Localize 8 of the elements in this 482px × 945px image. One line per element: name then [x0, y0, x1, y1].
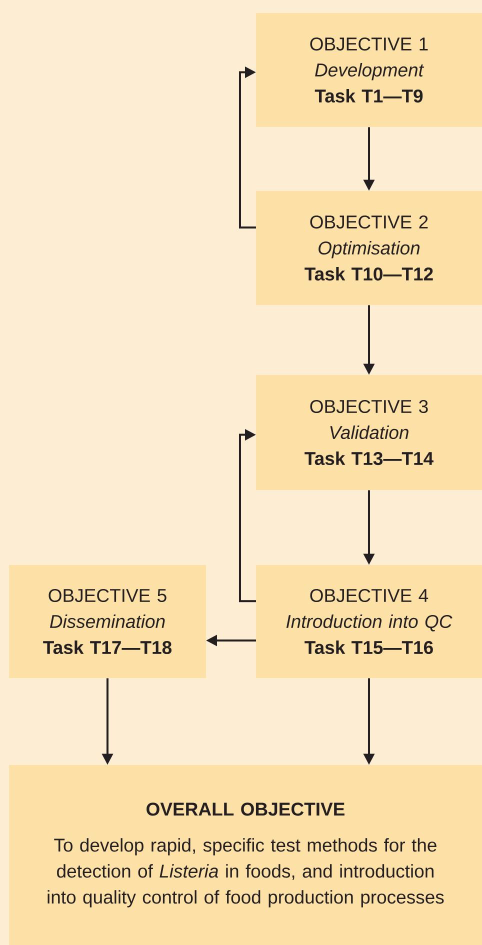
- objective-box: OBJECTIVE 4 Introduction into QC Task T15—T16: [256, 565, 482, 678]
- objective-box: OBJECTIVE 1 Development Task T1—T9: [256, 13, 482, 127]
- arrow: [239, 66, 256, 228]
- objective-box: OBJECTIVE 2 Optimisation Task T10—T12: [256, 191, 482, 305]
- overall-objective-box: OVERALL OBJECTIVE To develop rapid, specific test methods for the detection of Listeria in foods, and introduction into quality control of food production processes: [9, 765, 482, 945]
- objective-box: OBJECTIVE 3 Validation Task T13—T14: [256, 375, 482, 490]
- arrow: [239, 429, 256, 602]
- objective-box: OBJECTIVE 5 Dissemination Task T17—T18: [9, 565, 206, 678]
